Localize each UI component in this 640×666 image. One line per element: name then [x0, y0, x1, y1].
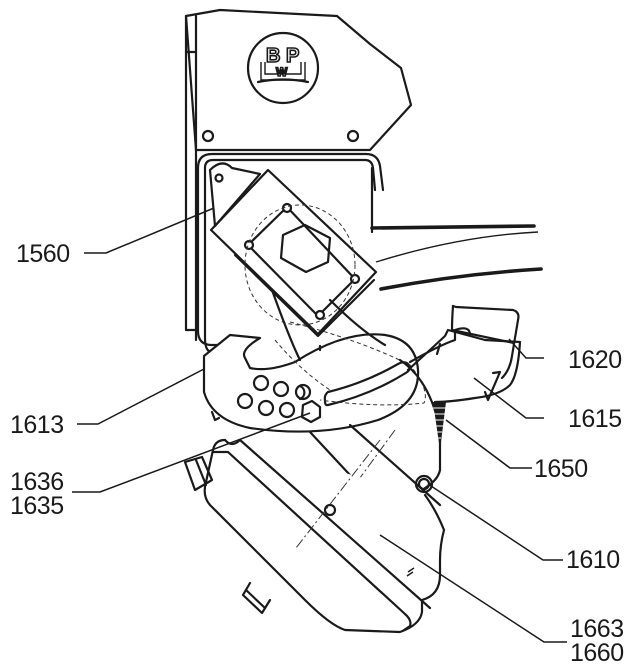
- callout-1635: 1635: [10, 492, 64, 520]
- leader-1615: [473, 377, 544, 419]
- rails: [370, 224, 543, 291]
- clamp-block: [208, 162, 378, 338]
- callout-1650: 1650: [534, 455, 588, 483]
- leader-1620: [508, 338, 544, 359]
- hex-bolt-icon: [300, 399, 322, 424]
- leader-1560: [84, 207, 215, 254]
- leader-lines: [72, 207, 567, 643]
- callout-1610: 1610: [566, 546, 620, 574]
- callout-1620: 1620: [568, 346, 622, 374]
- hanger-bracket: [202, 333, 420, 433]
- valve-connector: [183, 455, 214, 492]
- mounting-hole-icon: [346, 129, 360, 143]
- bent-frame: [196, 152, 385, 361]
- callout-1636: 1636: [10, 468, 64, 496]
- leader-1663: [379, 534, 567, 643]
- callout-1615: 1615: [568, 405, 622, 433]
- logo-letter-w: W: [276, 65, 288, 79]
- logo-letter-b: B P: [266, 45, 299, 67]
- bpw-logo: B P W: [246, 31, 320, 105]
- lift-arm: [406, 304, 522, 404]
- hex-nut-icon: [279, 223, 332, 274]
- leader-1610: [427, 483, 563, 561]
- callout-labels: 1560 1613 1636 1635 1620 1615 1650 1610 …: [10, 240, 624, 666]
- callout-1660: 1660: [570, 639, 624, 666]
- leader-1650: [445, 419, 532, 469]
- callout-1560: 1560: [16, 240, 70, 268]
- mounting-hole-icon: [201, 129, 215, 143]
- air-bellows: [183, 438, 446, 634]
- callout-1613: 1613: [10, 411, 64, 439]
- leader-1613: [77, 368, 205, 425]
- callout-1663: 1663: [570, 615, 624, 643]
- spring-coil: [433, 402, 446, 450]
- leader-1636: [72, 412, 311, 493]
- mounting-plate: [184, 8, 413, 342]
